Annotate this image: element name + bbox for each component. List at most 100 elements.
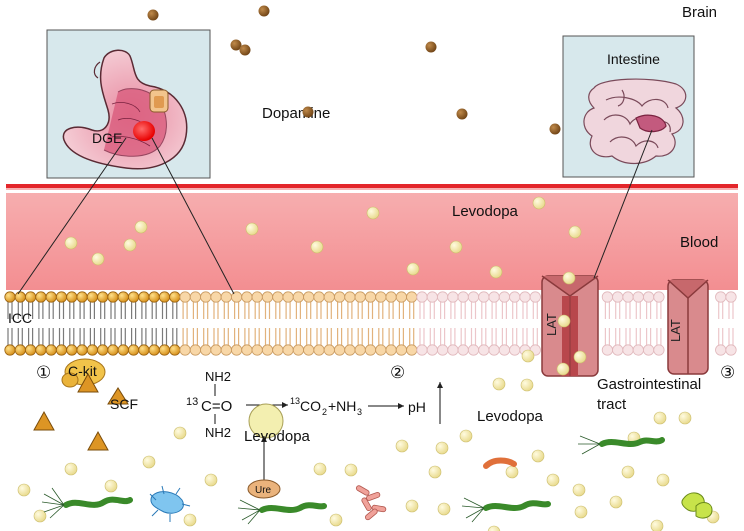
- levodopa-particle: [33, 509, 47, 523]
- blood-band: [6, 186, 738, 290]
- dopamine-particle: [239, 44, 251, 56]
- levodopa-particle: [531, 449, 545, 463]
- lipid-pair: [632, 291, 644, 356]
- levodopa-particle: [572, 483, 586, 497]
- levodopa-particle: [104, 479, 118, 493]
- levodopa-particle: [437, 502, 451, 516]
- levodopa-particle: [449, 240, 463, 254]
- gi-tract-label-line2: tract: [597, 396, 627, 413]
- levodopa-particle: [344, 463, 358, 477]
- lipid-pair: [467, 291, 480, 356]
- levodopa-particle: [204, 473, 218, 487]
- stomach-inset: DGE: [46, 29, 211, 179]
- levodopa-particle: [520, 378, 534, 392]
- scf-triangle: [87, 430, 109, 451]
- levodopa-particle: [656, 473, 670, 487]
- marker-1: ①: [36, 363, 51, 382]
- scf-triangle: [77, 372, 99, 393]
- levodopa-particles: [17, 196, 720, 531]
- levodopa-particle: [134, 220, 148, 234]
- intestine-inset: Intestine: [562, 35, 695, 178]
- reaction-nh3: +NH: [328, 398, 356, 414]
- levodopa-particle: [64, 236, 78, 250]
- lipid-pair: [251, 291, 263, 356]
- lipid-pair: [447, 291, 459, 356]
- lipid-pair: [519, 291, 531, 356]
- lipid-pair: [509, 291, 521, 356]
- levodopa-particle: [91, 252, 105, 266]
- levodopa-particle: [653, 411, 667, 425]
- levodopa-particle: [573, 350, 587, 364]
- dopamine-particle: [258, 5, 270, 17]
- lipid-pair: [364, 291, 377, 356]
- levodopa-particle: [64, 462, 78, 476]
- lipid-pair: [200, 291, 212, 356]
- levodopa-urease-complex: Ure: [247, 403, 284, 499]
- levodopa-particle: [562, 271, 576, 285]
- pink-bacteria-cluster: [355, 485, 387, 521]
- lipid-pair: [344, 291, 356, 356]
- lipid-pair: [354, 291, 366, 356]
- lipid-pair: [117, 291, 129, 356]
- brain-label: Brain: [682, 4, 717, 21]
- cell-membrane: [4, 291, 737, 356]
- levodopa-particle: [521, 349, 535, 363]
- levodopa-particle: [17, 483, 31, 497]
- lipid-pair: [622, 291, 634, 356]
- lat-label-2: LAT: [668, 319, 683, 342]
- lipid-pair: [498, 291, 510, 356]
- levodopa-particle: [609, 495, 623, 509]
- levodopa-particle: [406, 262, 420, 276]
- yellow-green-bacterium: [681, 492, 713, 519]
- blue-bacterium: [149, 485, 191, 522]
- scf-triangle: [107, 387, 129, 405]
- levodopa-particle: [310, 240, 324, 254]
- lipid-pair: [107, 291, 119, 356]
- lipid-pair: [612, 291, 624, 356]
- lipid-pair: [725, 291, 737, 356]
- levodopa-particle: [574, 505, 588, 519]
- scf-triangles: [33, 372, 129, 451]
- lipid-pair: [313, 291, 325, 356]
- lipid-pair: [169, 291, 181, 356]
- levodopa-particle: [142, 455, 156, 469]
- lipid-pair: [529, 291, 541, 356]
- lipid-pair: [303, 291, 315, 356]
- lipid-pair: [241, 291, 253, 356]
- ckit-label: C-kit: [68, 363, 97, 379]
- reaction-nh2-bottom: NH2: [205, 425, 231, 440]
- scf-triangle: [33, 410, 55, 431]
- lipid-pair: [261, 291, 274, 356]
- dopamine-particle: [302, 106, 314, 118]
- levodopa-particle: [678, 411, 692, 425]
- levodopa-particle: [329, 513, 343, 527]
- lipid-pair: [220, 291, 232, 356]
- dopamine-particle: [549, 123, 561, 135]
- stomach-illustration: [62, 49, 188, 170]
- levodopa-particle: [650, 519, 664, 531]
- lipid-pair: [25, 291, 37, 356]
- levodopa-particle: [492, 377, 506, 391]
- helicobacter-bacterium: [237, 499, 327, 525]
- scf-label: SCF: [110, 396, 138, 412]
- lipid-pair: [715, 291, 727, 356]
- icc-label: ICC: [8, 310, 32, 326]
- levodopa-particle: [183, 513, 197, 527]
- lipid-pair: [416, 291, 428, 356]
- lipid-pair: [333, 291, 346, 356]
- ckit-badge: C-kit: [61, 358, 106, 388]
- reaction-co2: CO: [300, 398, 321, 414]
- dopamine-label: Dopamine: [262, 105, 330, 122]
- lipid-pair: [272, 291, 284, 356]
- lat-label-1: LAT: [544, 313, 559, 336]
- ure-enzyme: [247, 479, 281, 499]
- orange-bacterium: [483, 457, 517, 469]
- lipid-pair: [86, 291, 99, 356]
- lipid-pair: [189, 291, 201, 356]
- levodopa-particle: [173, 426, 187, 440]
- levodopa-particle: [366, 206, 380, 220]
- dopamine-particles: [147, 5, 561, 135]
- levodopa-particle: [123, 238, 137, 252]
- dopamine-particle: [230, 39, 242, 51]
